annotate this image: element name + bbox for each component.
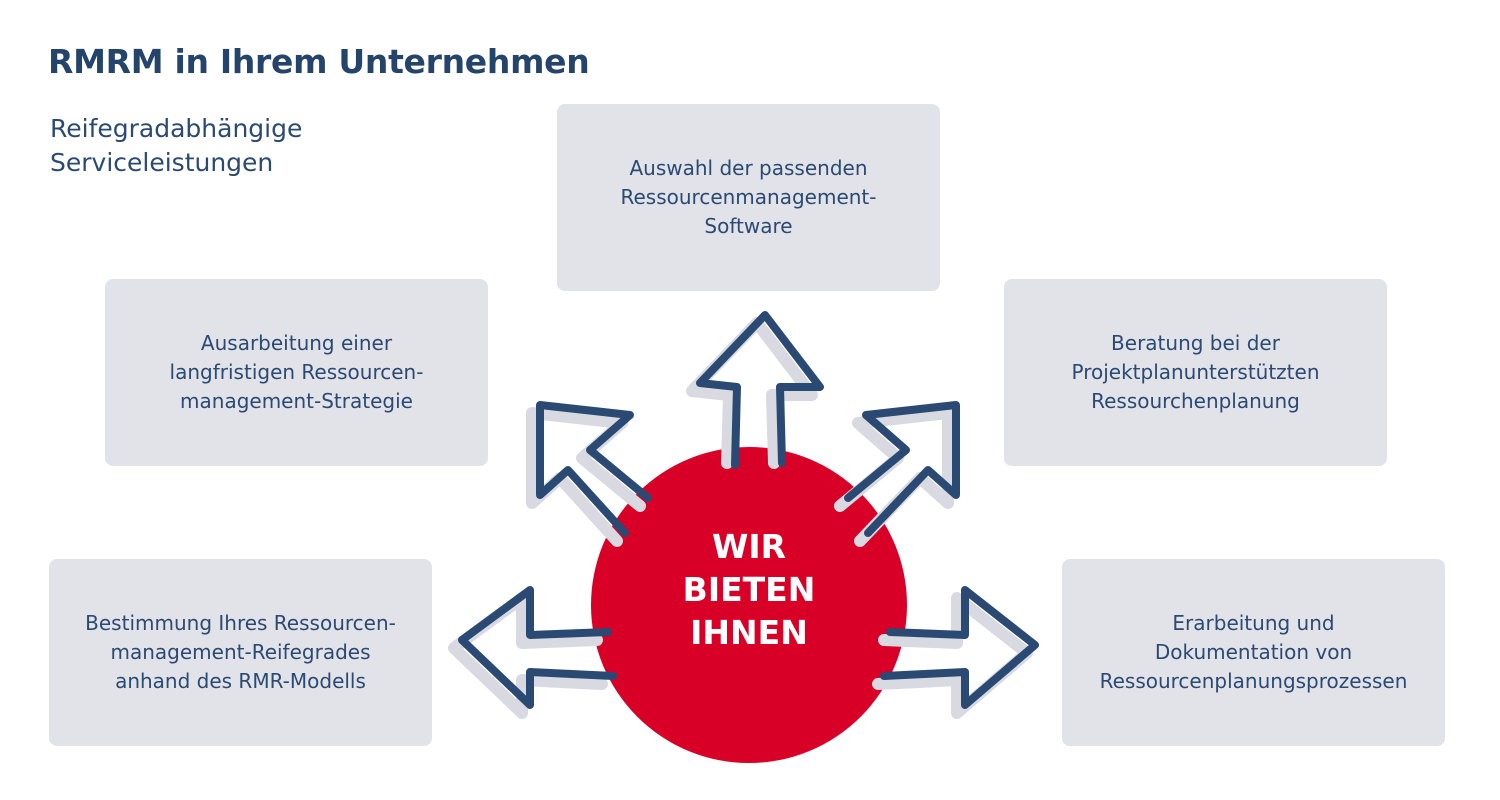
service-box-strategy: Ausarbeitung einer langfristigen Ressourc… bbox=[105, 279, 488, 466]
box-line: anhand des RMR-Modells bbox=[115, 669, 366, 693]
box-line: langfristigen Ressourcen- bbox=[169, 360, 424, 384]
service-box-maturity: Bestimmung Ihres Ressourcen-management-R… bbox=[49, 559, 432, 746]
arrow-up-left bbox=[536, 401, 652, 537]
box-line: Beratung bei der bbox=[1111, 331, 1280, 355]
arrow-right bbox=[880, 586, 1039, 709]
box-line: Bestimmung Ihres Ressourcen- bbox=[85, 611, 396, 635]
arrow-up bbox=[696, 311, 824, 469]
box-line: management-Strategie bbox=[180, 389, 413, 413]
box-line: Dokumentation von bbox=[1154, 640, 1353, 664]
center-label: WIR BIETEN IHNEN bbox=[591, 525, 907, 654]
box-line: management-Reifegrades bbox=[110, 640, 371, 664]
center-line: WIR bbox=[711, 527, 787, 566]
page-title: RMRM in Ihrem Unternehmen bbox=[48, 42, 590, 81]
arrow-shadow-up bbox=[686, 317, 818, 469]
arrow-left bbox=[458, 586, 617, 709]
box-line: Erarbeitung und bbox=[1172, 611, 1335, 635]
arrow-up-right bbox=[844, 401, 960, 537]
box-line: Software bbox=[704, 214, 793, 238]
subtitle-line: Serviceleistungen bbox=[50, 148, 274, 177]
arrows bbox=[458, 311, 1039, 709]
center-circle bbox=[591, 447, 907, 763]
box-line: Projektplanunterstützten bbox=[1071, 360, 1320, 384]
subtitle-line: Reifegradabhängige bbox=[50, 114, 303, 143]
box-line: Ressourchenplanung bbox=[1091, 389, 1300, 413]
arrow-shadow-left bbox=[448, 592, 608, 719]
center-line: BIETEN bbox=[682, 570, 816, 609]
box-line: Auswahl der passenden bbox=[629, 156, 868, 180]
box-line: Ressourcenplanungsprozessen bbox=[1099, 669, 1408, 693]
box-line: Ausarbeitung einer bbox=[200, 331, 393, 355]
center-line: IHNEN bbox=[690, 613, 808, 652]
box-line: Ressourcenmanagement- bbox=[620, 185, 877, 209]
subtitle: Reifegradabhängige Serviceleistungen bbox=[50, 112, 370, 180]
